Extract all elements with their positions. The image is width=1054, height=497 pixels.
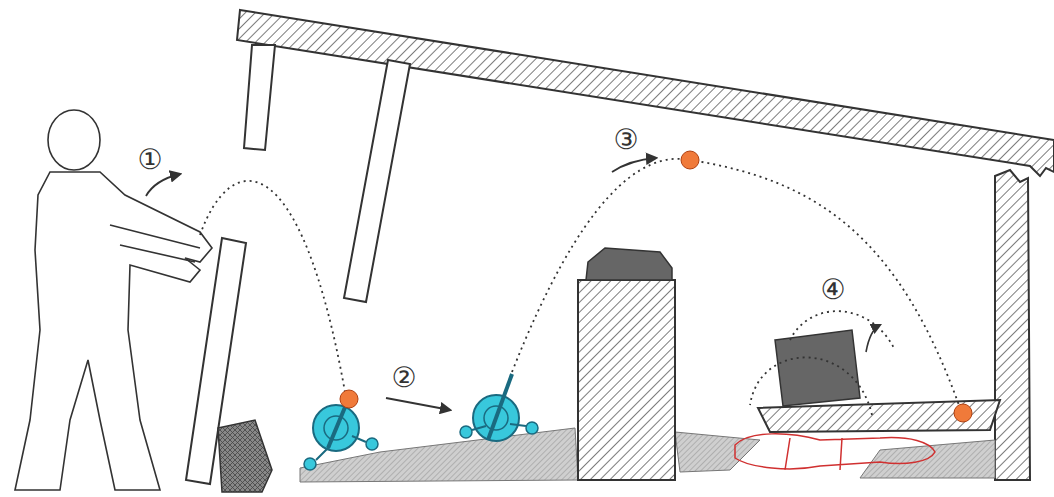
direction-arrow [146,174,180,196]
rescuer [15,110,212,490]
rubble-block [586,248,672,280]
rubble-block [775,330,860,406]
callout-number: ② [389,363,418,393]
victim [735,434,935,470]
throwable-robot [460,374,538,441]
rubble [218,420,272,492]
direction-arrow [612,158,656,172]
wall [995,170,1030,480]
sensor-ball [681,151,699,169]
direction-arrow [866,325,880,352]
sensor-ball [954,404,972,422]
callout-number: ① [135,145,164,175]
throwable-robot [304,390,378,470]
direction-arrow [386,398,450,410]
pillar [578,280,675,480]
column [344,60,410,302]
column [244,45,275,150]
callout-number: ③ [611,125,640,155]
callout-number: ④ [818,275,847,305]
ceiling-slab [237,10,1054,176]
trajectory [200,159,960,415]
